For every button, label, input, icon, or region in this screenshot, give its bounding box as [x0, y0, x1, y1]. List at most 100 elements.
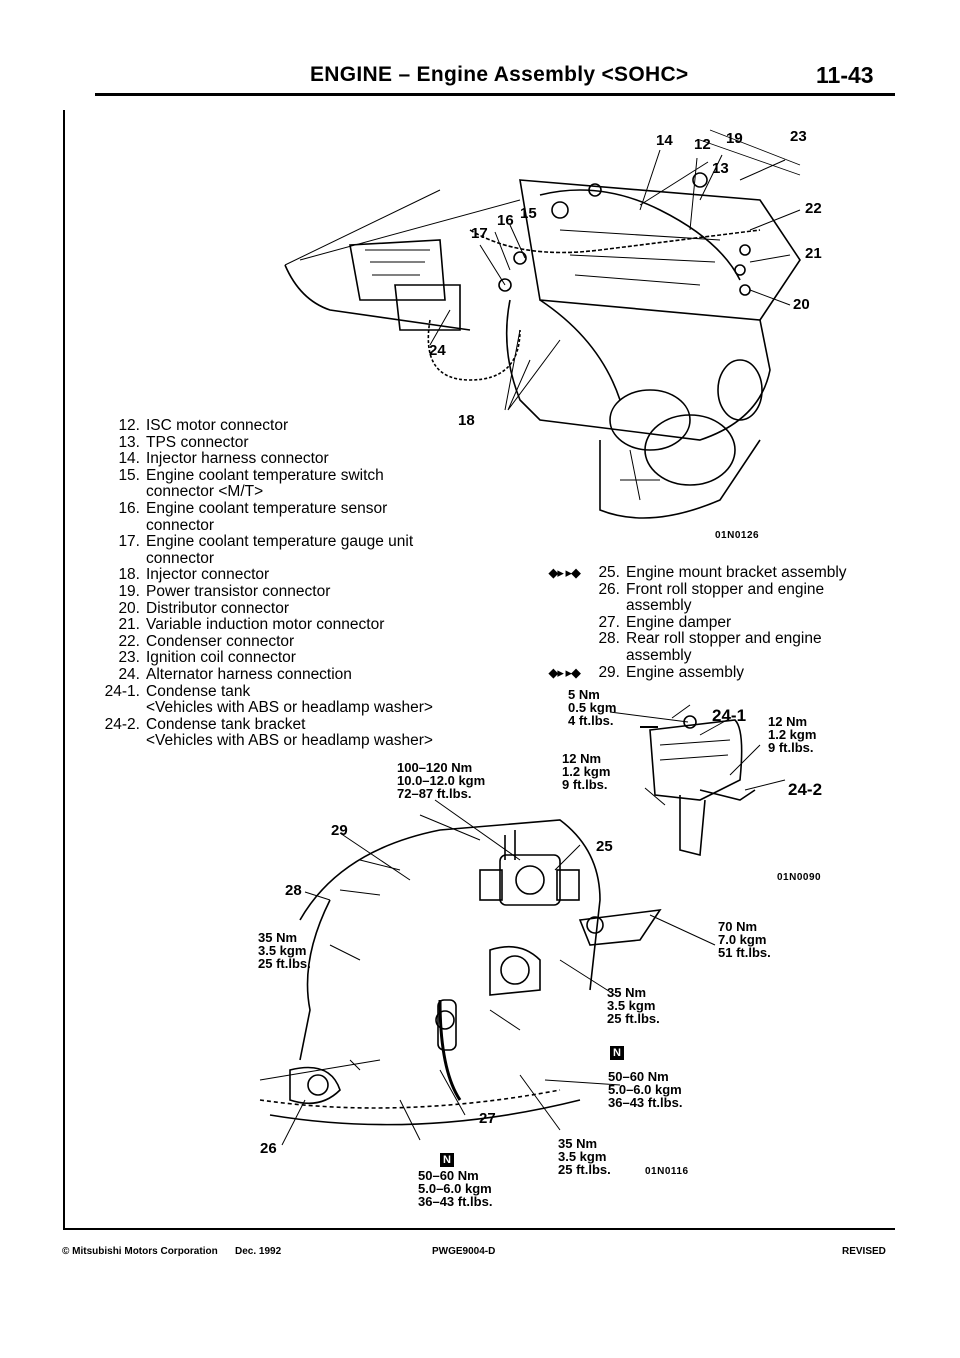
legend-item-number: 12.	[118, 417, 140, 434]
legend-item-text: <Vehicles with ABS or headlamp washer>	[146, 699, 433, 717]
legend-item-text: Alternator harness connection	[146, 665, 352, 683]
callout-23: 23	[790, 128, 807, 145]
legend-item-number: 20.	[118, 599, 140, 617]
figure-id-2: 01N0090	[777, 872, 822, 883]
callout-12: 12	[694, 136, 711, 153]
footer-code: PWGE9004-D	[432, 1246, 496, 1257]
legend-item: 23. Ignition coil connector	[100, 650, 480, 667]
service-marks: ◆▸ ▸◆	[548, 664, 581, 680]
legend-item-text: Variable induction motor connector	[146, 616, 385, 634]
legend-item: 17.Engine coolant temperature gauge unit…	[100, 534, 480, 567]
callout-16: 16	[497, 212, 514, 229]
torque-label-fig3-top: 100–120 Nm 10.0–12.0 kgm 72–87 ft.lbs.	[397, 760, 486, 801]
torque-label-fig2-right: 12 Nm 1.2 kgm 9 ft.lbs.	[768, 714, 817, 755]
legend-item-text: TPS connector	[146, 433, 249, 451]
legend-item-number: 24.	[118, 665, 140, 683]
torque-label-fig3-right-mid: 35 Nm 3.5 kgm 25 ft.lbs.	[607, 985, 660, 1026]
legend-item-text: Engine assembly	[626, 663, 745, 681]
legend-item-text: assembly	[626, 597, 692, 615]
service-marks: ◆▸ ▸◆	[548, 565, 581, 580]
legend-item-number: 24-1.	[104, 682, 140, 700]
callout-14: 14	[656, 132, 673, 149]
bottom-rule	[63, 1228, 895, 1230]
legend-item: 12. ISC motor connector	[100, 417, 480, 435]
footer-copyright: © Mitsubishi Motors Corporation	[62, 1246, 218, 1257]
legend-item-text: Injector connector	[146, 566, 270, 584]
footer-date: Dec. 1992	[235, 1246, 282, 1257]
legend-item-text: Condense tank	[146, 682, 251, 700]
left-margin-rule	[63, 110, 65, 1228]
callout-27: 27	[479, 1110, 496, 1127]
legend-item-text: Condense tank bracket	[146, 715, 306, 733]
legend-item: ◆▸ ▸◆ 29. Engine assembly	[520, 663, 920, 682]
legend-item: 14. Injector harness connector	[100, 451, 480, 468]
legend-item-number: 26.	[598, 580, 620, 598]
legend-item-text: Engine coolant temperature sensor	[146, 499, 388, 517]
legend-item-text: Engine damper	[626, 613, 732, 631]
legend-item-number: 23.	[118, 649, 140, 667]
legend-item-text: ISC motor connector	[146, 417, 289, 434]
torque-label-fig2-top: 5 Nm 0.5 kgm 4 ft.lbs.	[568, 687, 617, 728]
legend-item-text: connector <M/T>	[146, 483, 264, 501]
legend-item-text: Injector harness connector	[146, 450, 329, 468]
legend-item-number: 25.	[598, 564, 620, 581]
legend-item-text: Rear roll stopper and engine	[626, 630, 822, 648]
torque-label-fig3-right-top: 70 Nm 7.0 kgm 51 ft.lbs.	[718, 919, 771, 960]
figure-id-3: 01N0116	[645, 1166, 689, 1177]
legend-item: 24-2. Condense tank bracket<Vehicles with…	[100, 715, 480, 750]
engine-compartment-illustration	[284, 129, 801, 519]
legend-item-number: 14.	[118, 450, 140, 468]
legend-item: 27. Engine damper	[520, 613, 920, 632]
legend-item-text: connector	[146, 516, 215, 534]
callout-15: 15	[520, 205, 537, 222]
callout-20: 20	[793, 296, 810, 313]
callout-24: 24	[429, 342, 446, 359]
legend-item-number: 24-2.	[104, 715, 140, 733]
condense-tank-illustration	[609, 704, 786, 857]
legend-item-number: 27.	[598, 613, 620, 631]
legend-item-number: 29.	[598, 663, 620, 681]
legend-item-number: 21.	[118, 616, 140, 634]
legend-item-text: Distributor connector	[146, 599, 290, 617]
figure-id-1: 01N0126	[715, 530, 760, 541]
legend-item-number: 17.	[118, 533, 140, 551]
legend-item-number: 22.	[118, 632, 140, 650]
legend-item-text: Power transistor connector	[146, 582, 331, 600]
callout-17: 17	[471, 225, 488, 242]
callout-19: 19	[726, 130, 743, 147]
torque-label-fig3-bottom-right: 35 Nm 3.5 kgm 25 ft.lbs.	[558, 1136, 611, 1177]
footer-status: REVISED	[842, 1246, 886, 1257]
callout-21: 21	[805, 245, 822, 262]
legend-item-number: 18.	[118, 566, 140, 584]
legend-item: 18. Injector connector	[100, 567, 480, 584]
legend-item: 13. TPS connector	[100, 433, 480, 452]
legend-item-text: Engine mount bracket assembly	[626, 564, 847, 581]
legend-item: ◆▸ ▸◆ 25. Engine mount bracket assembly	[520, 564, 920, 582]
legend-item-text: <Vehicles with ABS or headlamp washer>	[146, 732, 433, 750]
callout-24-2: 24-2	[788, 780, 823, 799]
n-mark-icon: N	[610, 1043, 624, 1061]
legend-item: 19.Power transistor connector	[100, 582, 480, 601]
callout-22: 22	[805, 200, 822, 217]
legend-item-number: 13.	[118, 433, 140, 451]
engine-mounts-illustration	[259, 799, 716, 1146]
callout-24-1: 24-1	[712, 706, 747, 725]
legend-item-text: Ignition coil connector	[146, 649, 296, 667]
legend-item-text: assembly	[626, 646, 692, 664]
callout-28: 28	[285, 882, 302, 899]
page-number: 11-43	[816, 62, 874, 88]
legend-item: 22.Condenser connector	[100, 632, 480, 651]
legend-item-number: 15.	[118, 466, 140, 484]
callout-18: 18	[458, 412, 475, 429]
torque-label-fig3-left: 35 Nm 3.5 kgm 25 ft.lbs.	[258, 930, 311, 971]
legend-item-text: Engine coolant temperature switch	[146, 466, 384, 484]
callout-26: 26	[260, 1140, 277, 1157]
callout-13: 13	[712, 160, 729, 177]
callout-25: 25	[596, 838, 613, 855]
torque-label-fig3-right-low: 50–60 Nm 5.0–6.0 kgm 36–43 ft.lbs.	[608, 1069, 683, 1110]
